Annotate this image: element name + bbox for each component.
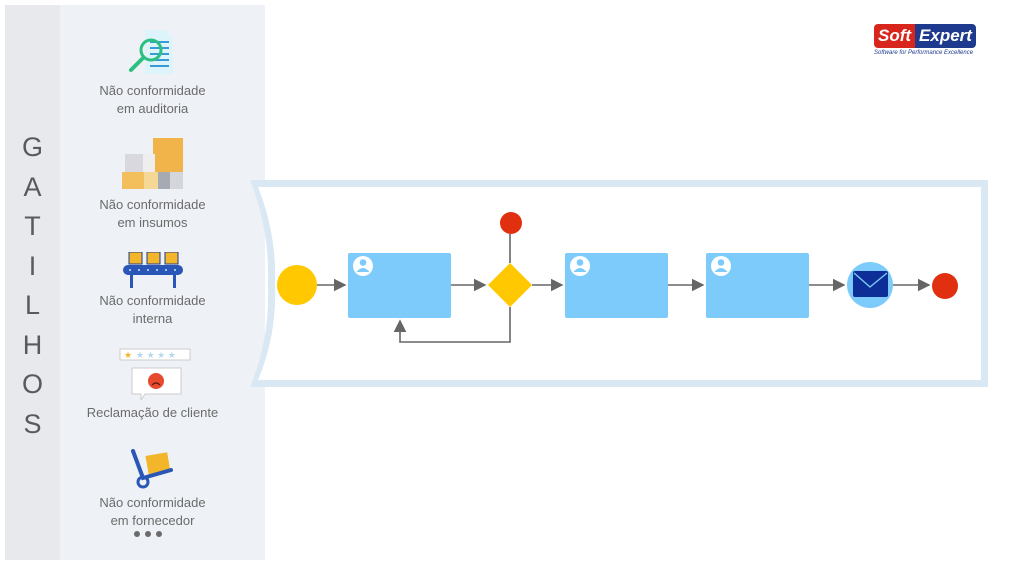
title-letter: G	[21, 132, 43, 162]
logo-tagline: Software for Performance Excellence	[874, 50, 974, 56]
title-letter: S	[23, 408, 42, 439]
logo-soft: Soft	[874, 24, 916, 48]
boxes-icon	[121, 138, 183, 189]
trigger-label: em insumos	[117, 215, 188, 230]
trigger-label: em auditoria	[116, 101, 189, 116]
trigger-supplies: Não conformidade em insumos	[60, 136, 245, 232]
complaint-rating-icon: ★ ★ ★ ★ ★	[119, 348, 190, 400]
gateway	[488, 263, 532, 307]
loop-arrow	[393, 307, 511, 343]
user-task	[706, 253, 809, 318]
envelope-icon	[853, 271, 888, 297]
trigger-label: interna	[132, 311, 173, 326]
user-icon	[353, 256, 373, 276]
user-icon	[711, 256, 731, 276]
sidebar-title: G A T I L H O S	[5, 128, 60, 444]
conveyor-belt-icon	[122, 252, 183, 288]
title-letter: A	[23, 171, 42, 202]
logo-expert: Expert	[915, 24, 976, 48]
svg-text:★: ★	[124, 350, 132, 360]
title-letter: L	[24, 290, 41, 320]
title-letter: O	[21, 369, 43, 399]
more-dots-icon	[134, 531, 162, 537]
trigger-label: Não conformidade	[99, 197, 206, 212]
audit-magnifier-document-icon	[128, 30, 173, 74]
trigger-label: Reclamação de cliente	[86, 405, 219, 420]
trigger-internal: Não conformidade interna	[60, 252, 245, 328]
user-task	[348, 253, 451, 318]
trigger-label: em fornecedor	[110, 513, 195, 528]
trigger-label: Não conformidade	[99, 495, 206, 510]
trigger-supplier: Não conformidade em fornecedor	[60, 448, 245, 530]
message-event	[847, 262, 893, 308]
user-icon	[570, 256, 590, 276]
title-letter: T	[24, 211, 41, 241]
error-end-event	[500, 212, 522, 234]
sidebar-title-strip	[5, 5, 60, 560]
end-event	[932, 273, 958, 299]
trigger-audit: Não conformidade em auditoria	[60, 28, 245, 118]
user-task	[565, 253, 668, 318]
trigger-label: Não conformidade	[99, 83, 206, 98]
title-letter: I	[28, 250, 37, 281]
title-letter: H	[22, 329, 43, 360]
svg-text:★ ★ ★ ★: ★ ★ ★ ★	[136, 350, 176, 360]
start-event	[277, 265, 317, 305]
trigger-complaint: ★ ★ ★ ★ ★ Reclamação de cliente	[60, 348, 245, 422]
hand-truck-box-icon	[130, 449, 173, 489]
trigger-label: Não conformidade	[99, 293, 206, 308]
